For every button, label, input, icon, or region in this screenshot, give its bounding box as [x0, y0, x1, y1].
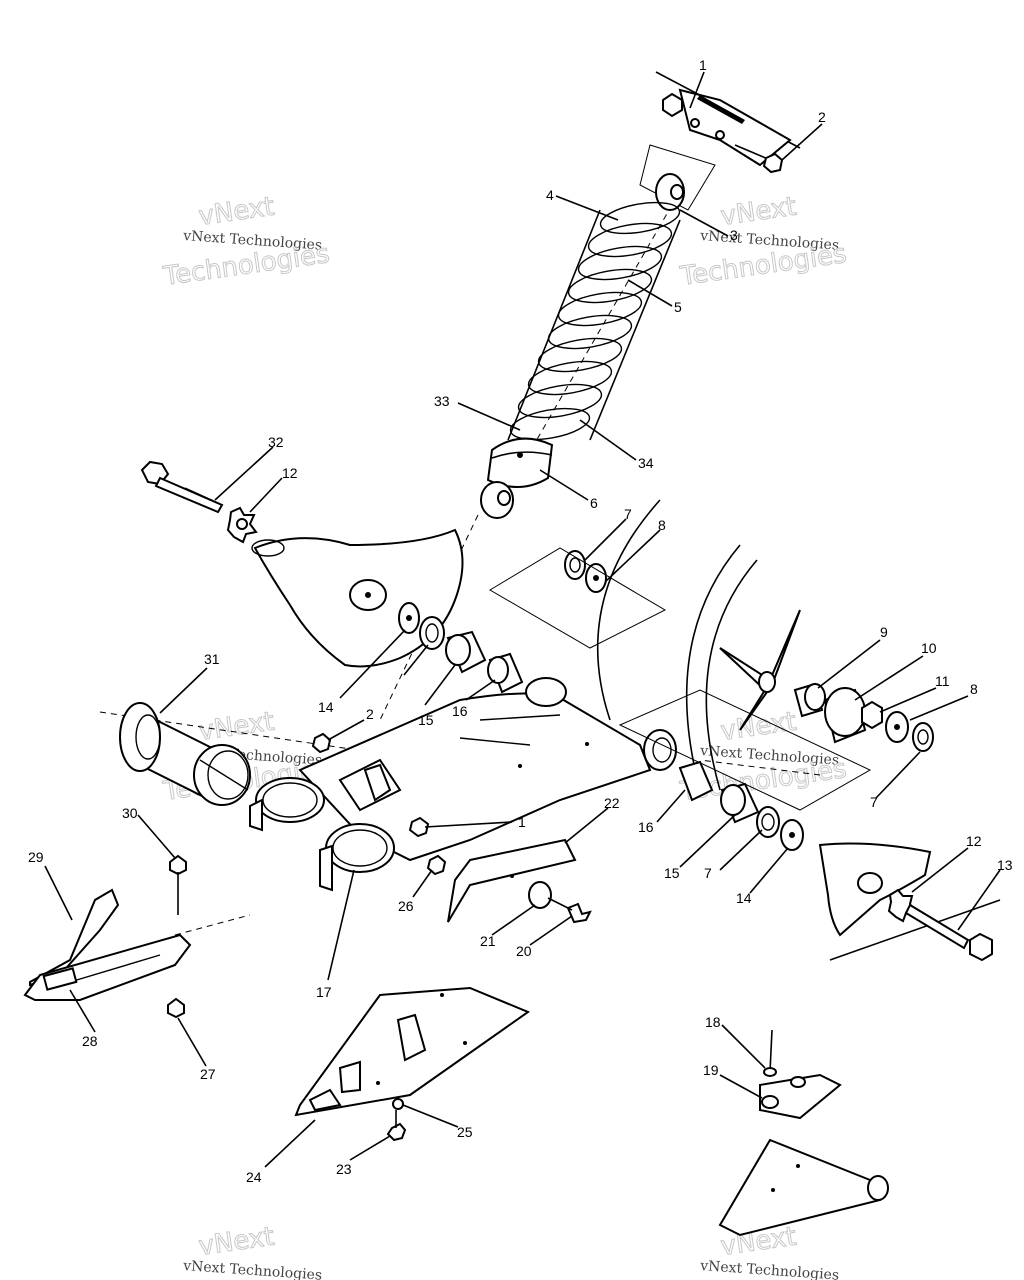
watermark-top-left: vNext vNext Technologies Technologies	[160, 191, 332, 292]
nut-11	[861, 700, 883, 730]
callout-25: 25	[457, 1124, 473, 1140]
callout-23: 23	[336, 1161, 352, 1177]
callout-labels: 1 2 3 4 5 33 34 6 32 12 7 8 14 15 16 31 …	[28, 57, 1013, 1185]
washer-7-top	[564, 550, 586, 580]
callout-30: 30	[122, 805, 138, 821]
nut-26	[426, 854, 447, 876]
callout-29: 29	[28, 849, 44, 865]
watermark-logo-upper: vNext	[197, 192, 276, 232]
callout-15-right: 15	[664, 865, 680, 881]
watermark-company-line: vNext Technologies	[182, 1258, 323, 1280]
callout-8-right: 8	[970, 681, 978, 697]
clamp-ring-17	[325, 823, 395, 873]
callout-13: 13	[997, 857, 1013, 873]
callout-27: 27	[200, 1066, 216, 1082]
callout-32: 32	[268, 434, 284, 450]
star-washer-12-left	[226, 506, 258, 544]
bushing-7	[419, 616, 445, 650]
callout-12-right: 12	[966, 833, 982, 849]
callout-1-mid: 1	[518, 814, 526, 830]
leader-lines	[44, 71, 1001, 1168]
bolt-32	[140, 460, 224, 514]
right-frame-plate	[818, 842, 1001, 962]
bolt-20	[566, 902, 592, 924]
callout-18: 18	[705, 1014, 721, 1030]
bracket-22	[447, 838, 592, 924]
callout-1-top: 1	[699, 57, 707, 73]
watermark-bottom-right: vNext vNext Technologies	[699, 1221, 840, 1280]
callout-7-top: 7	[624, 506, 632, 522]
bracket-29	[23, 854, 192, 1019]
callout-10: 10	[921, 640, 937, 656]
watermark-logo-upper: vNext	[719, 707, 798, 747]
nut-27	[167, 997, 185, 1019]
callout-22: 22	[604, 795, 620, 811]
callout-14-left: 14	[318, 699, 334, 715]
callout-4: 4	[546, 187, 554, 203]
callout-8-top: 8	[658, 517, 666, 533]
callout-11: 11	[935, 673, 950, 689]
nut-25	[392, 1098, 404, 1110]
shock-absorber	[480, 173, 685, 519]
washers-left	[398, 547, 667, 694]
watermark-top-right: vNext vNext Technologies Technologies	[677, 191, 849, 292]
callout-16-right: 16	[638, 819, 654, 835]
wheel-arc	[596, 499, 801, 791]
detail-bracket	[718, 1029, 889, 1237]
callout-9: 9	[880, 624, 888, 640]
plate-19	[759, 1073, 842, 1120]
bolt-23	[386, 1122, 407, 1142]
callout-28: 28	[82, 1033, 98, 1049]
callout-33: 33	[434, 393, 450, 409]
right-side-washers	[678, 760, 804, 851]
callout-19: 19	[703, 1062, 719, 1078]
watermark-logo-upper: vNext	[197, 707, 276, 747]
callout-20: 20	[516, 943, 532, 959]
axle-tube-31	[119, 702, 251, 806]
spacer-16-right	[678, 760, 714, 802]
bolt-13	[904, 903, 970, 950]
skid-plate-24	[294, 986, 531, 1142]
callout-6: 6	[590, 495, 598, 511]
watermark-logo-upper: vNext	[719, 192, 798, 232]
callout-31: 31	[204, 651, 220, 667]
washer-7	[912, 722, 934, 752]
callout-14-right: 14	[736, 890, 752, 906]
swing-arm	[249, 677, 677, 892]
callout-15-left: 15	[418, 712, 434, 728]
watermark-logo-upper: vNext	[197, 1222, 276, 1262]
watermark-bottom-left: vNext vNext Technologies	[182, 1221, 323, 1280]
callout-2-mid: 2	[366, 706, 374, 722]
callout-16-left: 16	[452, 703, 468, 719]
callout-26: 26	[398, 898, 414, 914]
spacer-21	[528, 881, 552, 909]
callout-5: 5	[674, 299, 682, 315]
coil-spring	[507, 201, 681, 441]
watermark-company-line: vNext Technologies	[699, 1258, 840, 1280]
callout-7-mid: 7	[704, 865, 712, 881]
clamp-ring-upper	[255, 777, 325, 823]
upper-mount-bracket	[639, 71, 801, 211]
callout-3: 3	[730, 227, 738, 243]
callout-12-left: 12	[282, 465, 298, 481]
callout-2-top: 2	[818, 109, 826, 125]
callout-21: 21	[480, 933, 496, 949]
callout-17: 17	[316, 984, 332, 1000]
washer-7-right	[756, 806, 780, 838]
callout-24: 24	[246, 1169, 262, 1185]
callout-7-right: 7	[870, 794, 878, 810]
callout-34: 34	[638, 455, 654, 471]
rivet-18	[763, 1067, 777, 1077]
